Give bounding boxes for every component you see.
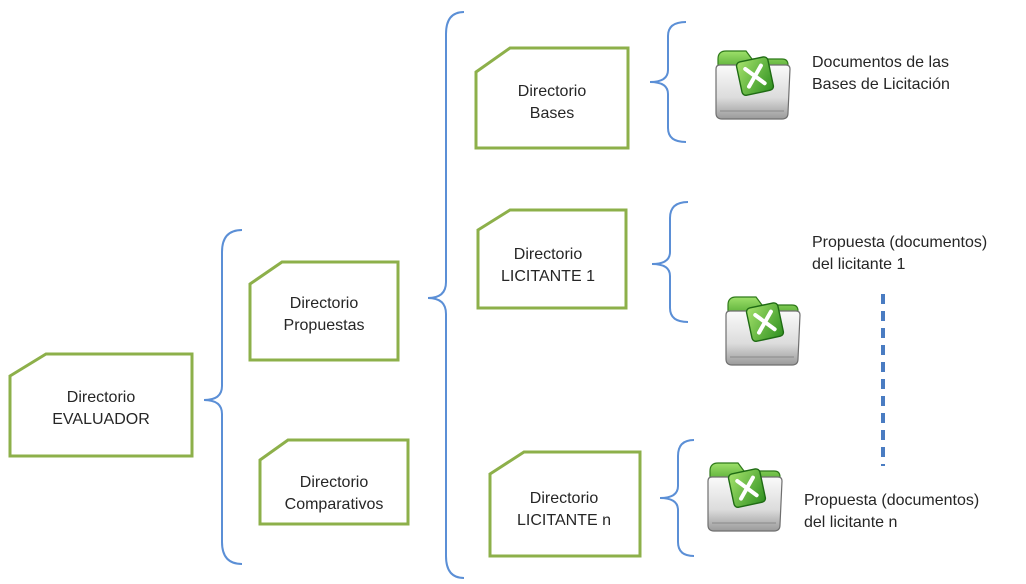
licitanten-line2: LICITANTE n <box>517 512 611 529</box>
bases-docs-text: Documentos de las Bases de Licitación <box>812 52 1012 96</box>
brace-evaluador <box>203 229 243 565</box>
comparativos-line2: Comparativos <box>284 496 384 513</box>
propuestas-line1: Directorio <box>289 295 359 312</box>
licitanten-line1: Directorio <box>529 490 599 507</box>
brace-licitanten <box>659 439 695 557</box>
excel-folder-icon <box>712 44 792 122</box>
excel-folder-icon <box>722 290 802 368</box>
bases-label: Directorio Bases <box>476 81 628 125</box>
evaluador-label: Directorio EVALUADOR <box>10 387 192 431</box>
evaluador-box <box>8 352 194 458</box>
licitante1-line1: Directorio <box>513 246 583 263</box>
licitante1-docs-text: Propuesta (documentos) del licitante 1 <box>812 232 1022 276</box>
licitante1-docs-line1: Propuesta (documentos) <box>812 234 988 251</box>
licitanten-label: Directorio LICITANTE n <box>490 488 638 532</box>
propuestas-line2: Propuestas <box>283 317 365 334</box>
bases-box <box>474 46 630 150</box>
licitante1-line2: LICITANTE 1 <box>501 268 595 285</box>
bases-docs-line1: Documentos de las <box>812 54 949 71</box>
evaluador-line1: Directorio <box>66 389 136 406</box>
licitanten-docs-line2: del licitante n <box>804 514 898 531</box>
brace-propuestas <box>427 11 465 579</box>
evaluador-line2: EVALUADOR <box>52 411 150 428</box>
bases-line2: Bases <box>529 105 575 122</box>
excel-folder-icon <box>704 456 784 534</box>
licitante1-docs-line2: del licitante 1 <box>812 256 906 273</box>
comparativos-box <box>258 438 410 526</box>
propuestas-label: Directorio Propuestas <box>250 293 398 337</box>
bases-docs-line2: Bases de Licitación <box>812 76 950 93</box>
comparativos-label: Directorio Comparativos <box>260 472 408 516</box>
propuestas-box <box>248 260 400 362</box>
comparativos-line1: Directorio <box>299 474 369 491</box>
bases-line1: Directorio <box>517 83 587 100</box>
brace-licitante1 <box>651 201 689 323</box>
licitante1-label: Directorio LICITANTE 1 <box>478 244 618 288</box>
licitante1-box <box>476 208 628 310</box>
brace-bases <box>649 21 687 143</box>
licitanten-box <box>488 450 642 558</box>
licitanten-docs-text: Propuesta (documentos) del licitante n <box>804 490 1020 534</box>
licitanten-docs-line1: Propuesta (documentos) <box>804 492 980 509</box>
